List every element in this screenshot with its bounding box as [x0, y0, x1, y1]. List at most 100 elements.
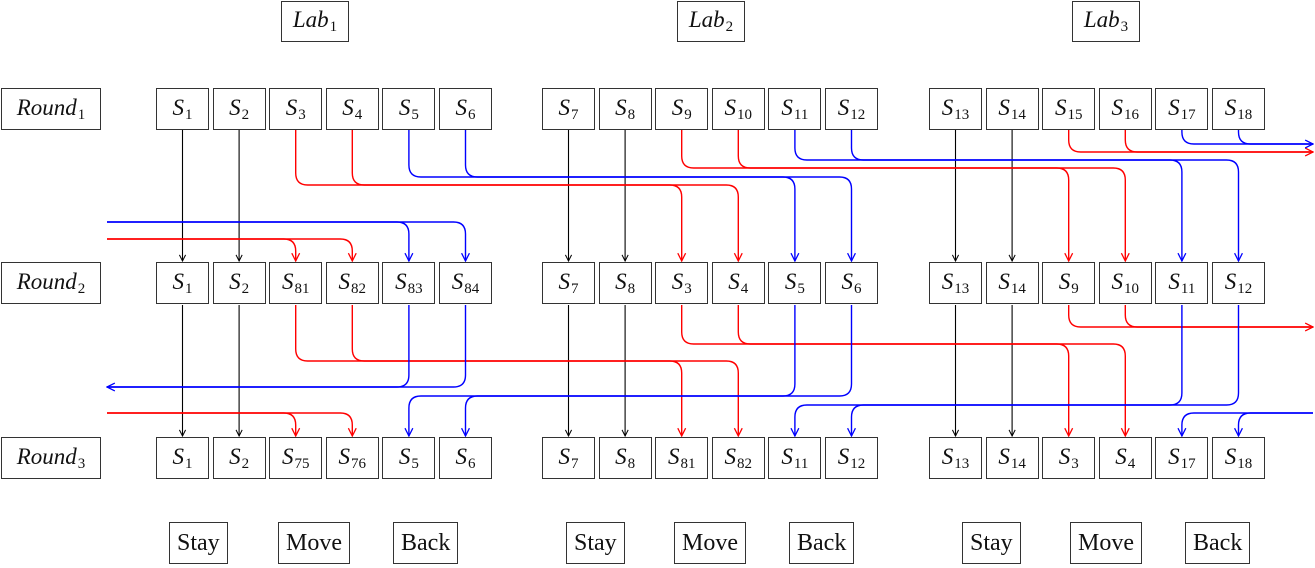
move-arrow [1124, 130, 1313, 153]
state-box: S2 [212, 437, 266, 479]
move-arrow [681, 305, 1069, 436]
state-box: S11 [768, 88, 822, 130]
move-arrow [107, 238, 352, 261]
state-box: S83 [382, 262, 436, 304]
state-box: S9 [1042, 262, 1096, 304]
legend-back-3: Back [1185, 522, 1251, 564]
state-box: S14 [985, 88, 1039, 130]
state-box: S1 [156, 88, 209, 130]
state-box: S4 [711, 262, 765, 304]
state-box: S5 [382, 437, 436, 479]
state-box: S13 [929, 437, 982, 479]
state-box: S6 [439, 437, 492, 479]
state-box: S12 [825, 437, 878, 479]
state-box: S7 [542, 88, 595, 130]
legend-back-2: Back [789, 522, 855, 564]
back-arrow [107, 221, 466, 261]
back-arrow [107, 221, 409, 261]
state-box: S10 [1098, 262, 1152, 304]
back-arrow [466, 305, 853, 436]
state-box: S11 [768, 437, 822, 479]
state-box: S81 [655, 437, 709, 479]
round-label-1: Round1 [1, 88, 101, 130]
back-arrow [794, 130, 1182, 261]
back-arrow [1182, 412, 1313, 436]
legend-back-1: Back [393, 522, 459, 564]
back-arrow [107, 305, 410, 387]
state-box: S2 [212, 262, 266, 304]
move-arrow [351, 130, 738, 261]
legend-stay-2: Stay [566, 522, 625, 564]
state-box: S5 [382, 88, 436, 130]
state-box: S75 [269, 437, 323, 479]
state-box: S13 [929, 88, 982, 130]
state-box: S15 [1042, 88, 1096, 130]
back-arrow [409, 305, 796, 436]
state-box: S2 [212, 88, 266, 130]
state-box: S3 [655, 262, 709, 304]
move-arrow [1068, 130, 1313, 152]
move-arrow [107, 238, 296, 261]
back-arrow [1239, 412, 1313, 436]
move-arrow [1068, 305, 1313, 327]
round-label-2: Round2 [1, 262, 101, 304]
round-label-3: Round3 [1, 437, 101, 479]
move-arrow [295, 130, 682, 261]
legend-move-2: Move [674, 522, 746, 564]
state-box: S84 [439, 262, 492, 304]
state-box: S1 [156, 262, 209, 304]
move-arrow [107, 412, 296, 436]
state-box: S8 [598, 88, 652, 130]
state-box: S8 [598, 262, 652, 304]
state-box: S12 [825, 88, 878, 130]
state-box: S5 [768, 262, 822, 304]
state-box: S7 [542, 262, 595, 304]
back-arrow [850, 130, 1239, 261]
move-arrow [1124, 305, 1313, 328]
state-box: S18 [1212, 88, 1265, 130]
move-arrow [681, 130, 1069, 261]
state-box: S3 [1042, 437, 1096, 479]
state-box: S6 [825, 262, 878, 304]
lab-header-3: Lab3 [1072, 1, 1140, 42]
back-arrow [795, 305, 1183, 436]
lab-header-1: Lab1 [281, 1, 349, 42]
back-arrow [107, 305, 467, 388]
move-arrow [107, 412, 352, 436]
legend-stay-3: Stay [962, 522, 1021, 564]
state-box: S17 [1155, 88, 1209, 130]
state-box: S82 [711, 437, 765, 479]
state-box: S12 [1212, 262, 1265, 304]
state-box: S1 [156, 437, 209, 479]
state-box: S13 [929, 262, 982, 304]
state-box: S11 [1155, 262, 1209, 304]
legend-move-1: Move [278, 522, 350, 564]
move-arrow [295, 305, 682, 436]
state-box: S6 [439, 88, 492, 130]
state-box: S10 [711, 88, 765, 130]
lab-header-2: Lab2 [677, 1, 745, 42]
legend-move-3: Move [1070, 522, 1142, 564]
state-box: S7 [542, 437, 595, 479]
state-box: S16 [1098, 88, 1152, 130]
state-box: S18 [1212, 437, 1265, 479]
state-box: S4 [325, 88, 379, 130]
move-arrow [737, 130, 1125, 261]
state-box: S3 [269, 88, 323, 130]
state-box: S82 [325, 262, 379, 304]
state-box: S81 [269, 262, 323, 304]
state-box: S17 [1155, 437, 1209, 479]
move-arrow [737, 305, 1125, 436]
state-box: S4 [1098, 437, 1152, 479]
state-box: S8 [598, 437, 652, 479]
state-box: S14 [985, 262, 1039, 304]
state-box: S14 [985, 437, 1039, 479]
legend-stay-1: Stay [169, 522, 228, 564]
back-arrow [464, 130, 852, 261]
back-arrow [1181, 130, 1313, 144]
back-arrow [408, 130, 795, 261]
state-box: S76 [325, 437, 379, 479]
move-arrow [351, 305, 738, 436]
state-box: S9 [655, 88, 709, 130]
